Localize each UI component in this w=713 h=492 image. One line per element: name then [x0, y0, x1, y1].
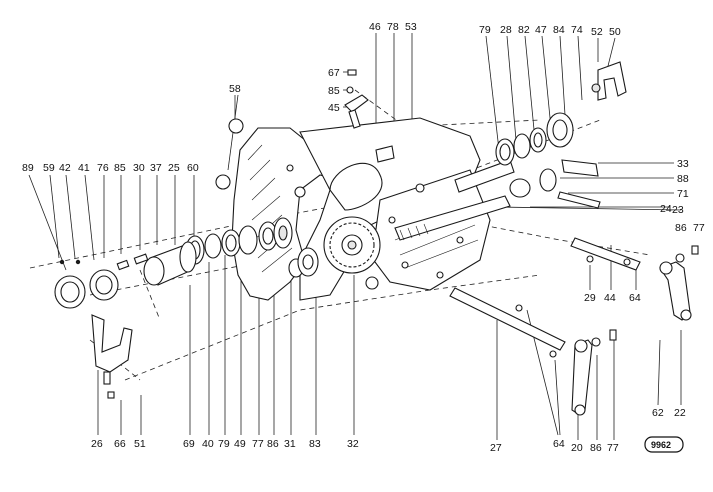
- label-64: 64: [629, 292, 641, 304]
- label-31: 31: [284, 438, 296, 450]
- label-53: 53: [405, 21, 417, 33]
- label-33: 33: [677, 158, 689, 170]
- label-76: 76: [97, 162, 109, 174]
- label-50: 50: [609, 26, 621, 38]
- label-28: 28: [500, 24, 512, 36]
- label-67: 67: [328, 67, 340, 79]
- label-22: 22: [674, 407, 686, 419]
- label-85b: 85: [114, 162, 126, 174]
- label-71: 71: [677, 188, 689, 200]
- label-51: 51: [134, 438, 146, 450]
- label-86b: 86: [267, 438, 279, 450]
- label-42: 42: [59, 162, 71, 174]
- linkage-levers: [515, 245, 699, 416]
- label-85: 85: [328, 85, 340, 97]
- label-58: 58: [229, 83, 241, 95]
- label-84: 84: [553, 24, 565, 36]
- shift-fork-bottom-left: [91, 314, 133, 399]
- label-60: 60: [187, 162, 199, 174]
- label-44: 44: [604, 292, 616, 304]
- label-26: 26: [91, 438, 103, 450]
- reference-badge-text: 9962: [651, 440, 671, 450]
- label-29: 29: [584, 292, 596, 304]
- label-40: 40: [202, 438, 214, 450]
- label-47: 47: [535, 24, 547, 36]
- label-30: 30: [133, 162, 145, 174]
- label-78: 78: [387, 21, 399, 33]
- label-45: 45: [328, 102, 340, 114]
- leader-lines: [28, 33, 682, 440]
- label-86: 86: [675, 222, 687, 234]
- label-83: 83: [309, 438, 321, 450]
- label-52: 52: [591, 26, 603, 38]
- label-77: 77: [693, 222, 705, 234]
- label-20: 20: [571, 442, 583, 454]
- label-23: 23: [672, 204, 684, 216]
- label-74: 74: [571, 24, 583, 36]
- label-37: 37: [150, 162, 162, 174]
- label-79: 79: [479, 24, 491, 36]
- round-covers-58: [215, 118, 244, 190]
- large-gear-32: [323, 216, 381, 274]
- label-59: 59: [43, 162, 55, 174]
- label-49: 49: [234, 438, 246, 450]
- reference-badge: 9962: [644, 436, 684, 453]
- label-27: 27: [490, 442, 502, 454]
- label-88: 88: [677, 173, 689, 185]
- label-86c: 86: [590, 442, 602, 454]
- label-82: 82: [518, 24, 530, 36]
- label-41: 41: [78, 162, 90, 174]
- shafts: [394, 159, 641, 351]
- label-46: 46: [369, 21, 381, 33]
- label-77b: 77: [252, 438, 264, 450]
- label-66: 66: [114, 438, 126, 450]
- part-number-labels: 67 85 45 46 78 53 58 79 28 82 47 84 74 5…: [22, 21, 705, 454]
- label-69: 69: [183, 438, 195, 450]
- label-64b: 64: [553, 438, 565, 450]
- label-25: 25: [168, 162, 180, 174]
- bearing-stack-right: [495, 112, 599, 198]
- shift-fork-top: [344, 61, 627, 163]
- label-24: 24: [660, 203, 672, 215]
- label-32: 32: [347, 438, 359, 450]
- transmission-housing: [231, 117, 491, 301]
- front-cover-assembly: [54, 241, 197, 309]
- label-89: 89: [22, 162, 34, 174]
- label-62: 62: [652, 407, 664, 419]
- label-79b: 79: [218, 438, 230, 450]
- label-77c: 77: [607, 442, 619, 454]
